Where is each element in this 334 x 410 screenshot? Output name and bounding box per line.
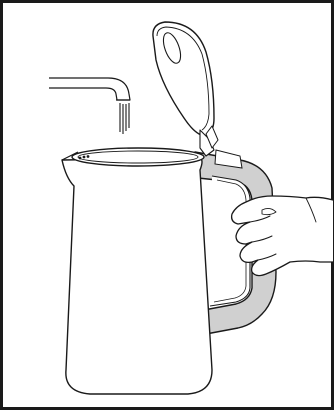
open-lid-icon xyxy=(153,22,218,156)
water-stream-icon xyxy=(120,103,129,134)
faucet-icon xyxy=(49,78,130,100)
kettle-body-icon xyxy=(62,148,212,394)
